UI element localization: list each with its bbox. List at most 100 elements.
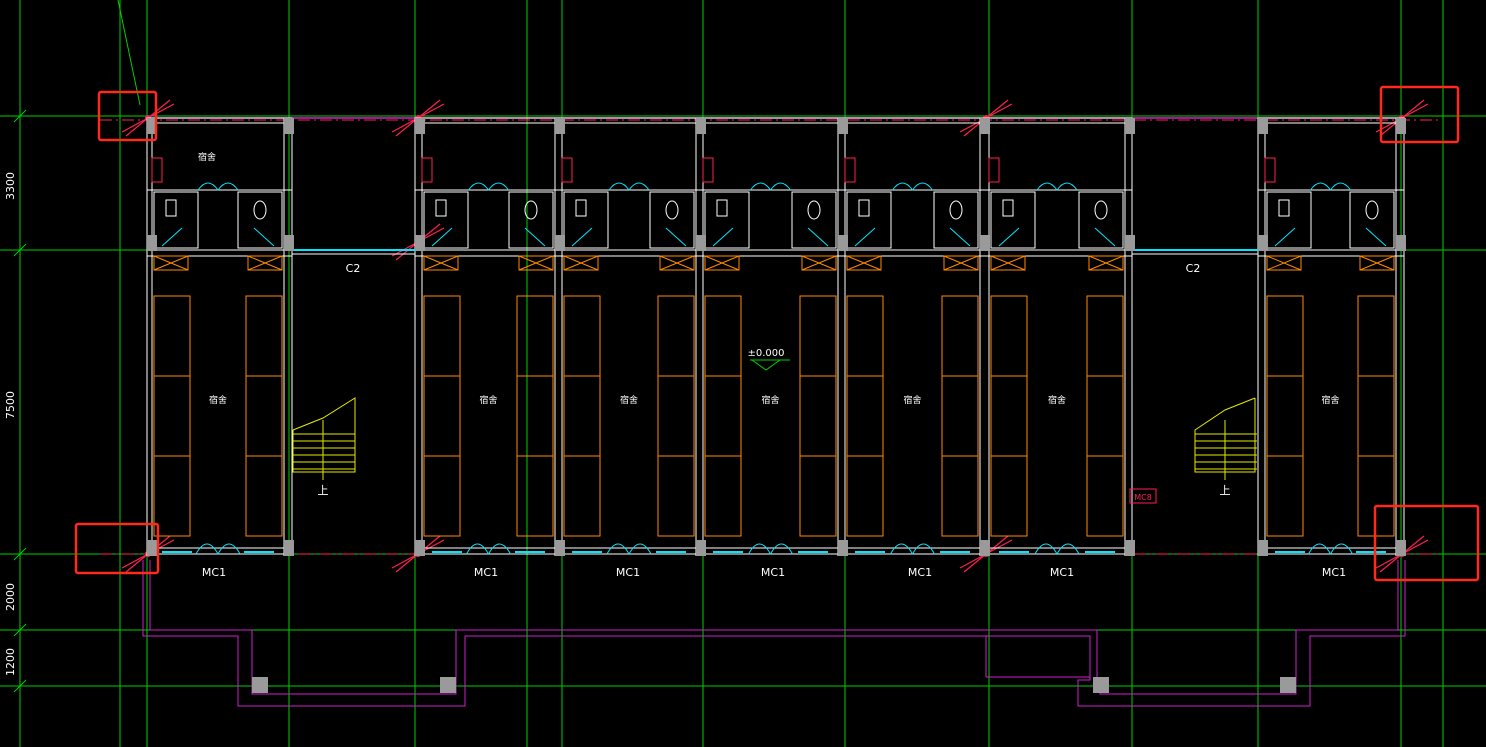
dimension-tick [13, 243, 27, 257]
column [555, 118, 565, 134]
highlight-box [1379, 85, 1460, 144]
shower-box [563, 191, 609, 249]
window-label-c2: C2 [1186, 262, 1201, 275]
shower-box [846, 191, 892, 249]
bed-frame [657, 295, 695, 537]
entry-door-swing [606, 543, 652, 556]
drain-icon [435, 199, 447, 217]
door-label-mc1: MC1 [474, 566, 498, 579]
cabinet-box [1266, 255, 1302, 271]
drain-icon [1278, 199, 1290, 217]
bed-frame [846, 295, 884, 537]
bed-frame [423, 295, 461, 537]
double-door-icon [608, 182, 650, 191]
cabinet-cross [563, 255, 599, 271]
bath-door-swing [998, 227, 1020, 247]
stair-up-label: 上 [1220, 484, 1231, 497]
cabinet-box [846, 255, 882, 271]
ltd-tag [702, 157, 714, 183]
cabinet-box [518, 255, 554, 271]
cabinet-box [704, 255, 740, 271]
building-walls [146, 117, 1405, 556]
cabinet-cross [423, 255, 459, 271]
column [980, 540, 990, 556]
double-door-icon [1310, 182, 1351, 191]
drain-icon [716, 199, 728, 217]
bed-frame [990, 295, 1028, 537]
shower-box [990, 191, 1036, 249]
bed-frame [153, 295, 191, 537]
bath-door-swing [1365, 227, 1387, 247]
ltd-tag [421, 157, 433, 183]
doors-windows [161, 182, 1387, 556]
bath-door-swing [1274, 227, 1296, 247]
room-label: 宿舍 [198, 151, 216, 163]
cabinet-box [563, 255, 599, 271]
column [1396, 540, 1406, 556]
bath-door-swing [524, 227, 546, 247]
staircases [292, 397, 1257, 480]
double-door-icon [197, 182, 239, 191]
cabinet-box [990, 255, 1026, 271]
ltd-tag [151, 157, 163, 183]
dimension-7500: 7500 [4, 391, 17, 419]
column [440, 677, 456, 693]
bath-door-swing [854, 227, 876, 247]
column [147, 118, 157, 134]
double-door-icon [1036, 182, 1078, 191]
window-label-c2: C2 [346, 262, 361, 275]
grid-line-diagonal [117, 0, 141, 106]
elevation-label: ±0.000 [747, 348, 784, 359]
bed-frame [1086, 295, 1124, 537]
column [555, 235, 565, 251]
column [696, 235, 706, 251]
bed-frame [563, 295, 601, 537]
column [555, 540, 565, 556]
cabinet-cross [1359, 255, 1395, 271]
column [284, 118, 294, 134]
column [980, 235, 990, 251]
structural-columns [147, 118, 1406, 693]
cabinet-cross [659, 255, 695, 271]
highlight-box [74, 522, 160, 575]
toilet-box [649, 191, 695, 249]
door-label-mc1: MC1 [616, 566, 640, 579]
drain-icon [1002, 199, 1014, 217]
dimension-tick [13, 679, 27, 693]
toilet-box [933, 191, 979, 249]
dimension-2000: 2000 [4, 583, 17, 611]
ltd-tag [988, 157, 1000, 183]
cabinet-cross [1088, 255, 1124, 271]
cabinet-box [247, 255, 283, 271]
cabinet-cross [153, 255, 189, 271]
toilet-icon [807, 200, 821, 220]
dimension-lines: 3300 7500 2000 1200 [4, 109, 27, 693]
bath-door-swing [712, 227, 734, 247]
stair-outline [1194, 397, 1256, 473]
toilet-box [1349, 191, 1395, 249]
dimension-tick [13, 547, 27, 561]
column [838, 235, 848, 251]
entry-door-swing [890, 543, 935, 556]
elevation-triangle [751, 359, 781, 371]
room-label: 宿舍 [209, 394, 227, 406]
column [980, 118, 990, 134]
entry-door-swing [195, 543, 241, 556]
shower-box [1266, 191, 1312, 249]
dorm-beds [153, 255, 1395, 537]
entry-door-swing [748, 543, 793, 556]
cabinet-cross [247, 255, 283, 271]
ltd-tag [1264, 157, 1276, 183]
dimension-1200: 1200 [4, 648, 17, 676]
bed-frame [1357, 295, 1395, 537]
toilet-box [791, 191, 837, 249]
room-label: 宿舍 [761, 394, 779, 406]
ltd-tag [561, 157, 573, 183]
bath-door-swing [161, 227, 183, 247]
cabinet-cross [943, 255, 979, 271]
toilet-icon [1094, 200, 1108, 220]
cabinet-cross [704, 255, 740, 271]
toilet-icon [253, 200, 267, 220]
highlight-boxes [74, 85, 1480, 582]
